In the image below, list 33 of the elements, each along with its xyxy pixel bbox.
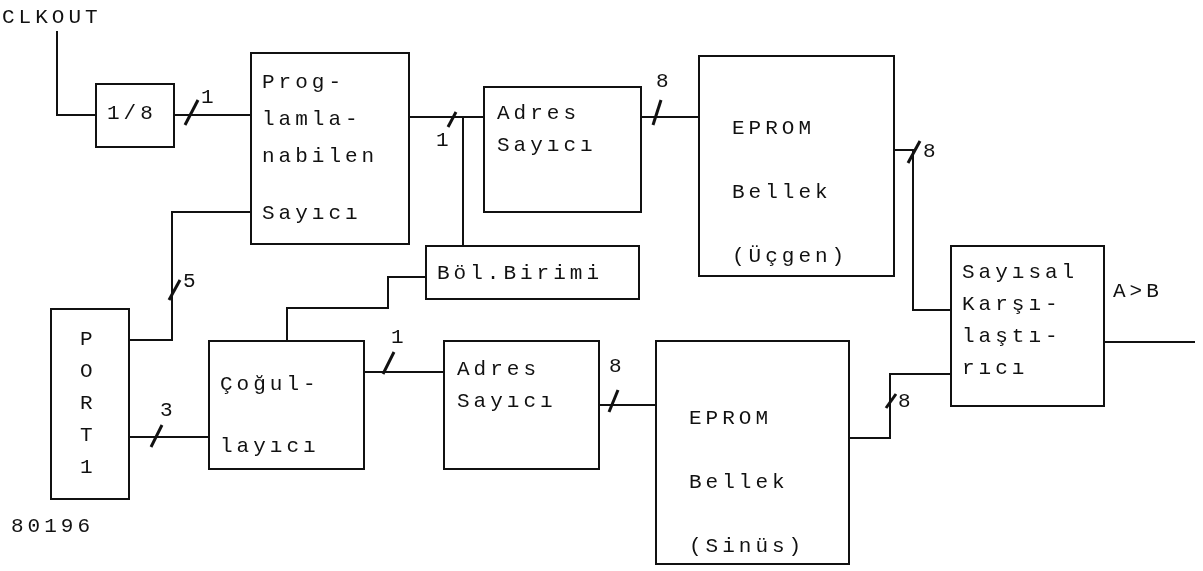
block-box <box>655 340 850 565</box>
connector-line <box>56 30 96 116</box>
block-label: Adres Sayıcı <box>457 357 558 415</box>
block-box <box>443 340 600 470</box>
connector-line <box>129 211 251 341</box>
connector-line <box>364 371 444 373</box>
block-box <box>698 55 895 277</box>
signal-label: CLKOUT <box>2 5 103 31</box>
block-label: 1/8 <box>107 101 158 127</box>
connector-line <box>599 404 656 406</box>
connector-line <box>129 436 209 438</box>
connector-line <box>1104 341 1196 343</box>
block-label: Sayısal Karşı- laştı- rıcı <box>962 260 1080 382</box>
block-label: EPROM Bellek (Üçgen) <box>732 116 850 270</box>
block-box <box>250 52 410 245</box>
block-label: PORT1 <box>80 327 93 481</box>
block-box <box>208 340 365 470</box>
connector-line <box>174 114 251 116</box>
block-box <box>483 86 642 213</box>
block-box <box>95 83 175 148</box>
connector-line <box>849 373 951 439</box>
connector-line <box>641 116 699 118</box>
connector-line <box>894 149 951 311</box>
connector-line <box>286 276 426 341</box>
block-label: Çoğul- layıcı <box>220 372 321 460</box>
block-label: Sayıcı <box>262 201 363 227</box>
block-label: EPROM Bellek (Sinüs) <box>689 406 807 560</box>
block-label: Böl.Birimi <box>437 261 605 287</box>
block-box <box>425 245 640 300</box>
block-label: Adres Sayıcı <box>497 101 598 159</box>
block-box <box>50 308 130 500</box>
block-label: Prog- lamla- nabilen <box>262 70 380 170</box>
block-box <box>950 245 1105 407</box>
